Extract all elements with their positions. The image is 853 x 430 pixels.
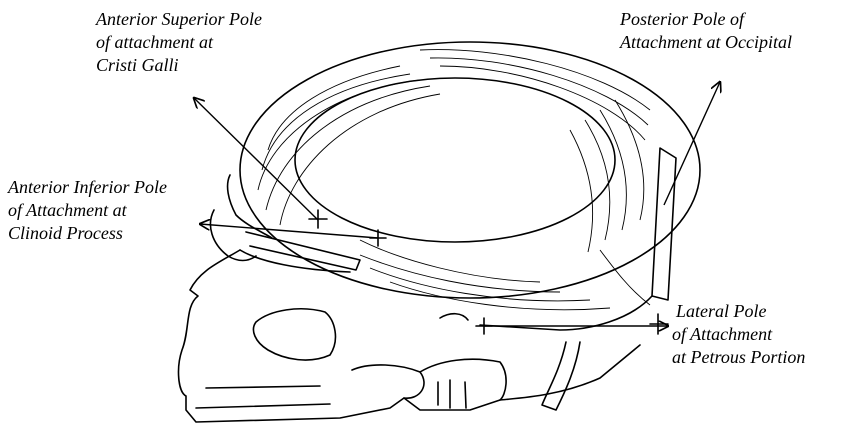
label-lateral-line2: of Attachment <box>672 323 805 346</box>
label-anterior-superior-line1: Anterior Superior Pole <box>96 8 262 31</box>
falx-cerebri <box>240 42 700 310</box>
label-anterior-inferior-line1: Anterior Inferior Pole <box>8 176 167 199</box>
label-anterior-superior-line2: of attachment at <box>96 31 262 54</box>
skull-outline <box>179 250 640 422</box>
attachment-markers <box>309 210 668 334</box>
label-anterior-inferior-line3: Clinoid Process <box>8 222 167 245</box>
label-posterior-line2: Attachment at Occipital <box>620 31 792 54</box>
label-lateral-line1: Lateral Pole <box>672 300 805 323</box>
posterior-strip <box>480 148 676 410</box>
arrow-posterior <box>664 82 720 205</box>
label-anterior-superior-line3: Cristi Galli <box>96 54 262 77</box>
label-posterior-line1: Posterior Pole of <box>620 8 792 31</box>
label-lateral-line3: at Petrous Portion <box>672 346 805 369</box>
label-anterior-inferior-pole: Anterior Inferior Pole of Attachment at … <box>8 176 167 245</box>
label-anterior-inferior-line2: of Attachment at <box>8 199 167 222</box>
anterior-crest <box>210 175 360 270</box>
label-posterior-pole: Posterior Pole of Attachment at Occipita… <box>620 8 792 54</box>
arrow-anterior-inferior <box>200 224 378 238</box>
label-lateral-pole: Lateral Pole of Attachment at Petrous Po… <box>672 300 805 369</box>
label-anterior-superior-pole: Anterior Superior Pole of attachment at … <box>96 8 262 77</box>
